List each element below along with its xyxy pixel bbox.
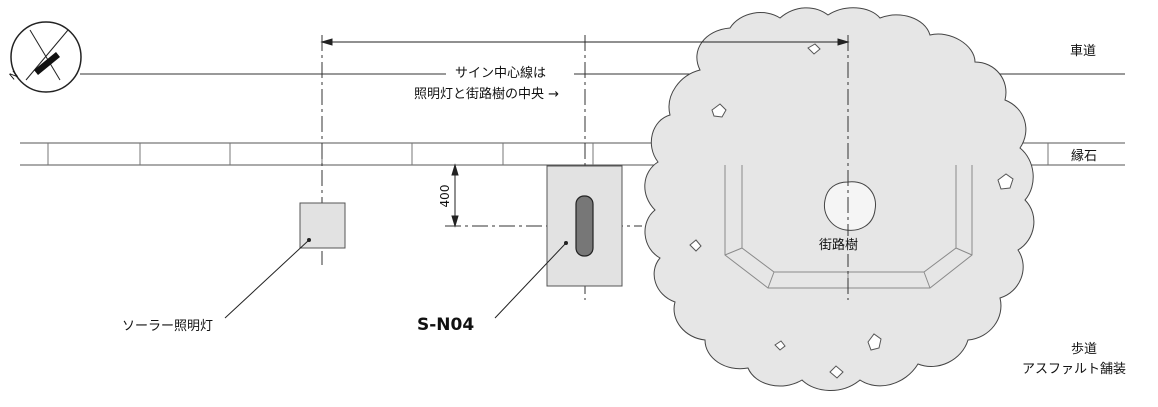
offset-dimension: [451, 163, 459, 228]
sign-center-note-line1: サイン中心線は: [455, 65, 546, 81]
canopy-gaps: [689, 43, 1014, 379]
tree-trunk: [823, 181, 877, 231]
span-dimension-line: [320, 38, 850, 46]
north-arrow-icon: N: [8, 21, 82, 93]
roadway-label: 車道: [1070, 44, 1096, 59]
curb-label: 縁石: [1071, 148, 1097, 164]
street-tree-label: 街路樹: [819, 237, 858, 253]
sign-post: [575, 195, 594, 257]
solar-light-footprint: [299, 202, 346, 249]
solar-light-leader: [224, 239, 310, 319]
sign-id-label: S-N04: [417, 315, 474, 335]
sidewalk-paving-label: アスファルト舗装: [1022, 362, 1126, 377]
sidewalk-label: 歩道: [1071, 342, 1097, 357]
solar-light-label: ソーラー照明灯: [122, 319, 213, 334]
sign-center-note-line2: 照明灯と街路樹の中央 →: [414, 86, 559, 102]
dimension-400-label: 400: [438, 185, 452, 208]
sign-leader: [494, 242, 567, 319]
